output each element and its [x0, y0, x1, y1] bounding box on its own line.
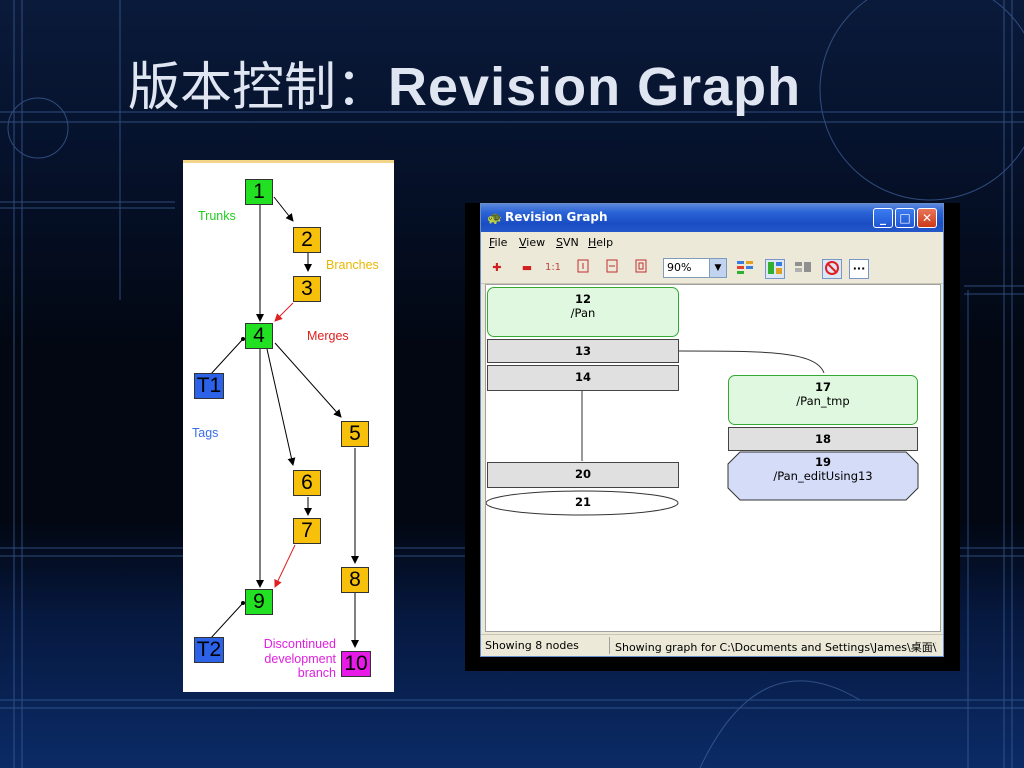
minimize-button[interactable]: _	[873, 208, 893, 228]
label-merges: Merges	[307, 329, 349, 343]
menu-svn-accel: S	[556, 236, 563, 249]
menu-file-rest: ile	[494, 236, 508, 249]
zoom-100-button[interactable]: 1:1	[544, 262, 562, 273]
tag-dot-t2	[241, 601, 245, 605]
node-7: 7	[293, 518, 321, 544]
tag-t1: T1	[194, 373, 224, 399]
revision-path: /Pan_editUsing13	[773, 469, 873, 483]
tortoise-icon: 🐢	[487, 211, 502, 225]
slide-title-chinese: 版本控制：	[128, 58, 389, 118]
status-bar: Showing 8 nodes Showing graph for C:\Doc…	[481, 634, 943, 656]
status-node-count: Showing 8 nodes	[485, 639, 579, 652]
revision-number: 19	[814, 455, 831, 469]
merge-arrow-3-4	[274, 302, 294, 322]
window-title: Revision Graph	[505, 210, 608, 224]
menu-view[interactable]: View	[519, 236, 545, 249]
revision-graph-window: 🐢 Revision Graph _ □ ✕ File View SVN Hel…	[480, 203, 944, 657]
zoom-fit-height-icon[interactable]	[603, 259, 621, 277]
revision-path: /Pan_tmp	[796, 394, 850, 408]
hide-deleted-icon[interactable]	[822, 259, 842, 279]
more-options-button[interactable]: ···	[849, 259, 869, 279]
revision-node-21[interactable]: 21	[487, 492, 679, 514]
tag-dot-t1	[241, 337, 245, 341]
menu-view-rest: iew	[526, 236, 546, 249]
label-discontinued-line1: Discontinued	[263, 637, 336, 651]
revision-node-12[interactable]: 12 /Pan	[487, 287, 679, 337]
node-8: 8	[341, 567, 369, 593]
window-titlebar[interactable]: 🐢 Revision Graph _ □ ✕	[481, 204, 943, 232]
node-6: 6	[293, 470, 321, 496]
zoom-value: 90%	[667, 261, 692, 274]
menu-help[interactable]: Help	[588, 236, 613, 249]
oldest-on-top-icon[interactable]	[765, 259, 785, 279]
revision-node-19[interactable]: 19 /Pan_editUsing13	[728, 455, 918, 499]
revision-node-20[interactable]: 20	[487, 462, 679, 488]
zoom-select[interactable]: 90% ▼	[663, 258, 727, 278]
menu-view-accel: V	[519, 236, 527, 249]
node-2: 2	[293, 227, 321, 253]
revision-number: 20	[574, 467, 591, 481]
status-graph-path: Showing graph for C:\Documents and Setti…	[615, 641, 937, 654]
resize-grip-icon[interactable]: ⋰	[929, 641, 937, 650]
tag-t2: T2	[194, 637, 224, 663]
revision-node-18[interactable]: 18	[728, 427, 918, 451]
maximize-button[interactable]: □	[895, 208, 915, 228]
label-tags: Tags	[192, 426, 219, 440]
revision-number: 12	[574, 292, 591, 306]
close-button[interactable]: ✕	[917, 208, 937, 228]
label-discontinued: Discontinued development branch	[252, 637, 336, 681]
slide-title: 版本控制：Revision Graph	[128, 52, 801, 122]
toolbar: ✚ ▬ 1:1 90% ▼ ···	[481, 252, 943, 284]
zoom-out-button[interactable]: ▬	[521, 261, 533, 274]
revision-number: 17	[814, 380, 831, 394]
menu-bar: File View SVN Help	[481, 232, 943, 252]
revision-number: 14	[574, 370, 591, 384]
menu-svn-rest: VN	[562, 236, 579, 249]
node-4: 4	[245, 323, 273, 349]
revision-concept-diagram: 1 2 3 4 5 6 7 8 9 10 T1 T2 Trunks Branch…	[183, 160, 394, 692]
align-trees-icon[interactable]	[794, 259, 812, 277]
revision-node-13[interactable]: 13	[487, 339, 679, 363]
slide-title-english: Revision Graph	[388, 57, 802, 117]
zoom-fit-width-icon[interactable]	[574, 259, 592, 277]
group-branches-icon[interactable]	[736, 259, 754, 277]
label-discontinued-line3: branch	[297, 666, 336, 680]
menu-file[interactable]: File	[489, 236, 507, 249]
arrow-1-2	[273, 196, 294, 222]
menu-help-rest: elp	[596, 236, 614, 249]
merge-arrow-7-9	[274, 544, 296, 588]
graph-links	[486, 350, 919, 516]
label-trunks: Trunks	[198, 209, 236, 223]
node-10: 10	[341, 651, 371, 677]
menu-file-accel: F	[489, 236, 495, 249]
revision-path: /Pan	[570, 306, 596, 320]
arrow-4-6	[266, 348, 296, 466]
graph-canvas[interactable]: 12 /Pan 13 14 17 /Pan_tmp 18 19 /Pan_edi…	[485, 284, 941, 632]
chevron-down-icon[interactable]: ▼	[709, 259, 726, 277]
menu-help-accel: H	[588, 236, 597, 249]
tag-link-t1	[209, 338, 244, 376]
revision-number: 18	[814, 432, 831, 446]
zoom-fit-window-icon[interactable]	[632, 259, 650, 277]
revision-node-14[interactable]: 14	[487, 365, 679, 391]
revision-node-17[interactable]: 17 /Pan_tmp	[728, 375, 918, 425]
status-divider	[609, 637, 610, 654]
label-branches: Branches	[326, 258, 379, 272]
arrow-4-5	[274, 342, 342, 418]
label-discontinued-line2: development	[264, 651, 336, 666]
node-3: 3	[293, 276, 321, 302]
revision-number: 13	[574, 344, 591, 358]
tag-link-t2	[209, 602, 244, 640]
revision-number: 21	[574, 495, 591, 509]
zoom-in-button[interactable]: ✚	[492, 261, 502, 274]
menu-svn[interactable]: SVN	[556, 236, 579, 249]
node-5: 5	[341, 421, 369, 447]
node-1: 1	[245, 179, 273, 205]
node-9: 9	[245, 589, 273, 615]
diagram-arrows	[209, 196, 359, 648]
